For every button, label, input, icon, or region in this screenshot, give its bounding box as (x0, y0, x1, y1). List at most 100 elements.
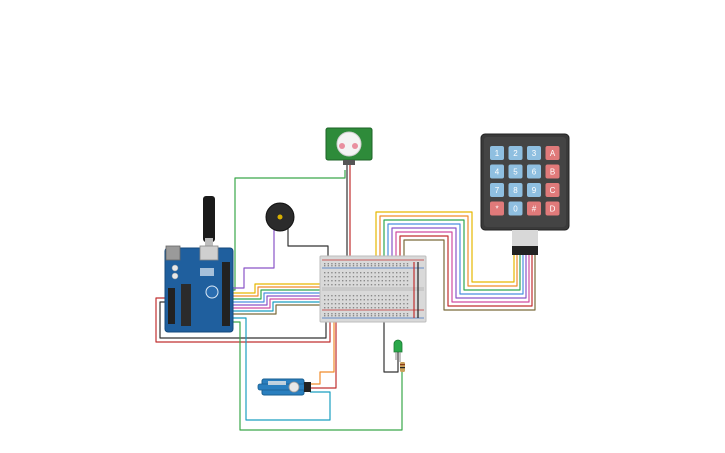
breadboard-hole (396, 313, 398, 315)
breadboard-hole (360, 284, 362, 286)
wire-bb-keypad-8[interactable] (403, 239, 536, 311)
wire-power-gnd[interactable] (159, 301, 327, 339)
breadboard-hole (388, 272, 391, 274)
breadboard-hole (378, 315, 380, 317)
wire-arduino-bb-1[interactable] (232, 283, 380, 294)
keypad-key-label: 5 (513, 168, 518, 177)
breadboard-hole (327, 284, 329, 286)
keypad-key[interactable] (527, 164, 541, 179)
breadboard-hole (331, 307, 333, 309)
breadboard-hole (345, 307, 347, 309)
breadboard-hole (374, 303, 376, 305)
breadboard-hole (381, 280, 383, 282)
keypad-key[interactable] (508, 164, 523, 179)
wire-bb-keypad-4[interactable] (387, 223, 524, 295)
arduino-uno-board[interactable] (164, 196, 234, 333)
keypad-key[interactable] (508, 183, 523, 197)
micro-servo[interactable] (257, 378, 311, 396)
keypad-key[interactable] (545, 201, 560, 216)
keypad-key[interactable] (508, 201, 523, 216)
keypad-key[interactable] (490, 164, 504, 179)
breadboard-hole (381, 276, 383, 278)
breadboard-hole (403, 303, 405, 305)
breadboard-hole (406, 276, 409, 278)
breadboard-hole (345, 272, 347, 274)
breadboard-hole (370, 307, 373, 309)
keypad-key[interactable] (508, 146, 523, 160)
breadboard-hole (331, 313, 333, 315)
keypad-key[interactable] (490, 183, 504, 197)
breadboard-hole (385, 303, 387, 305)
keypad-key[interactable] (490, 201, 504, 216)
breadboard-hole (363, 284, 365, 286)
breadboard-hole (396, 299, 398, 301)
breadboard-hole (367, 299, 369, 301)
breadboard-hole (324, 303, 326, 305)
wire-led-anode[interactable] (232, 321, 403, 431)
breadboard-hole (338, 272, 340, 274)
keypad-key[interactable] (545, 164, 560, 179)
resistor[interactable] (400, 362, 405, 372)
green-led[interactable] (393, 339, 403, 362)
keypad-key-label: 8 (513, 186, 518, 195)
keypad-key[interactable] (545, 146, 560, 160)
breadboard-hole (356, 280, 358, 282)
keypad-key-label: C (550, 186, 556, 195)
breadboard-hole (399, 263, 401, 265)
breadboard-small[interactable] (319, 255, 427, 323)
breadboard-hole (360, 276, 362, 278)
piezo-buzzer[interactable] (265, 202, 295, 232)
wire-bb-keypad-5[interactable] (391, 227, 527, 299)
wire-power-5v[interactable] (155, 297, 331, 343)
breadboard-hole (334, 263, 337, 265)
wire-bb-keypad-2[interactable] (379, 215, 518, 287)
pir-motion-sensor[interactable] (325, 127, 373, 165)
wire-bb-keypad-3[interactable] (383, 219, 521, 291)
keypad-key[interactable] (545, 183, 560, 197)
breadboard-hole (388, 284, 391, 286)
keypad-key[interactable] (527, 201, 541, 216)
wire-buzzer-gnd[interactable] (287, 228, 329, 260)
breadboard-hole (363, 315, 365, 317)
breadboard-hole (356, 303, 358, 305)
breadboard-hole (388, 307, 391, 309)
keypad-key[interactable] (527, 146, 541, 160)
wire-bb-keypad-6[interactable] (395, 231, 530, 303)
breadboard-hole (356, 307, 358, 309)
wire-servo-gnd[interactable] (232, 317, 331, 421)
breadboard-hole (385, 280, 387, 282)
breadboard-hole (352, 280, 355, 282)
keypad-key[interactable] (490, 146, 504, 160)
breadboard-hole (334, 265, 337, 267)
breadboard-hole (338, 299, 340, 301)
keypad-key[interactable] (527, 183, 541, 197)
breadboard-hole (385, 265, 387, 267)
breadboard-hole (370, 272, 373, 274)
breadboard-hole (331, 299, 333, 301)
breadboard-hole (392, 295, 394, 297)
wire-bb-keypad-7[interactable] (399, 235, 533, 307)
breadboard-hole (378, 307, 380, 309)
breadboard-hole (342, 303, 344, 305)
breadboard-hole (349, 280, 351, 282)
breadboard-hole (406, 295, 409, 297)
breadboard-hole (363, 263, 365, 265)
wire-servo-signal[interactable] (310, 320, 335, 385)
breadboard-hole (399, 313, 401, 315)
wire-led-cathode[interactable] (383, 320, 399, 373)
breadboard-hole (370, 315, 373, 317)
keypad-key-label: 1 (495, 149, 500, 158)
wire-pir-signal[interactable] (232, 170, 346, 291)
breadboard-hole (324, 315, 326, 317)
wire-servo-vcc[interactable] (310, 320, 337, 389)
breadboard-hole (363, 295, 365, 297)
breadboard-hole (388, 299, 391, 301)
wire-buzzer-signal[interactable] (232, 230, 275, 289)
wire-bb-keypad-1[interactable] (375, 211, 515, 283)
breadboard-hole (367, 276, 369, 278)
breadboard-hole (349, 284, 351, 286)
breadboard-hole (378, 295, 380, 297)
